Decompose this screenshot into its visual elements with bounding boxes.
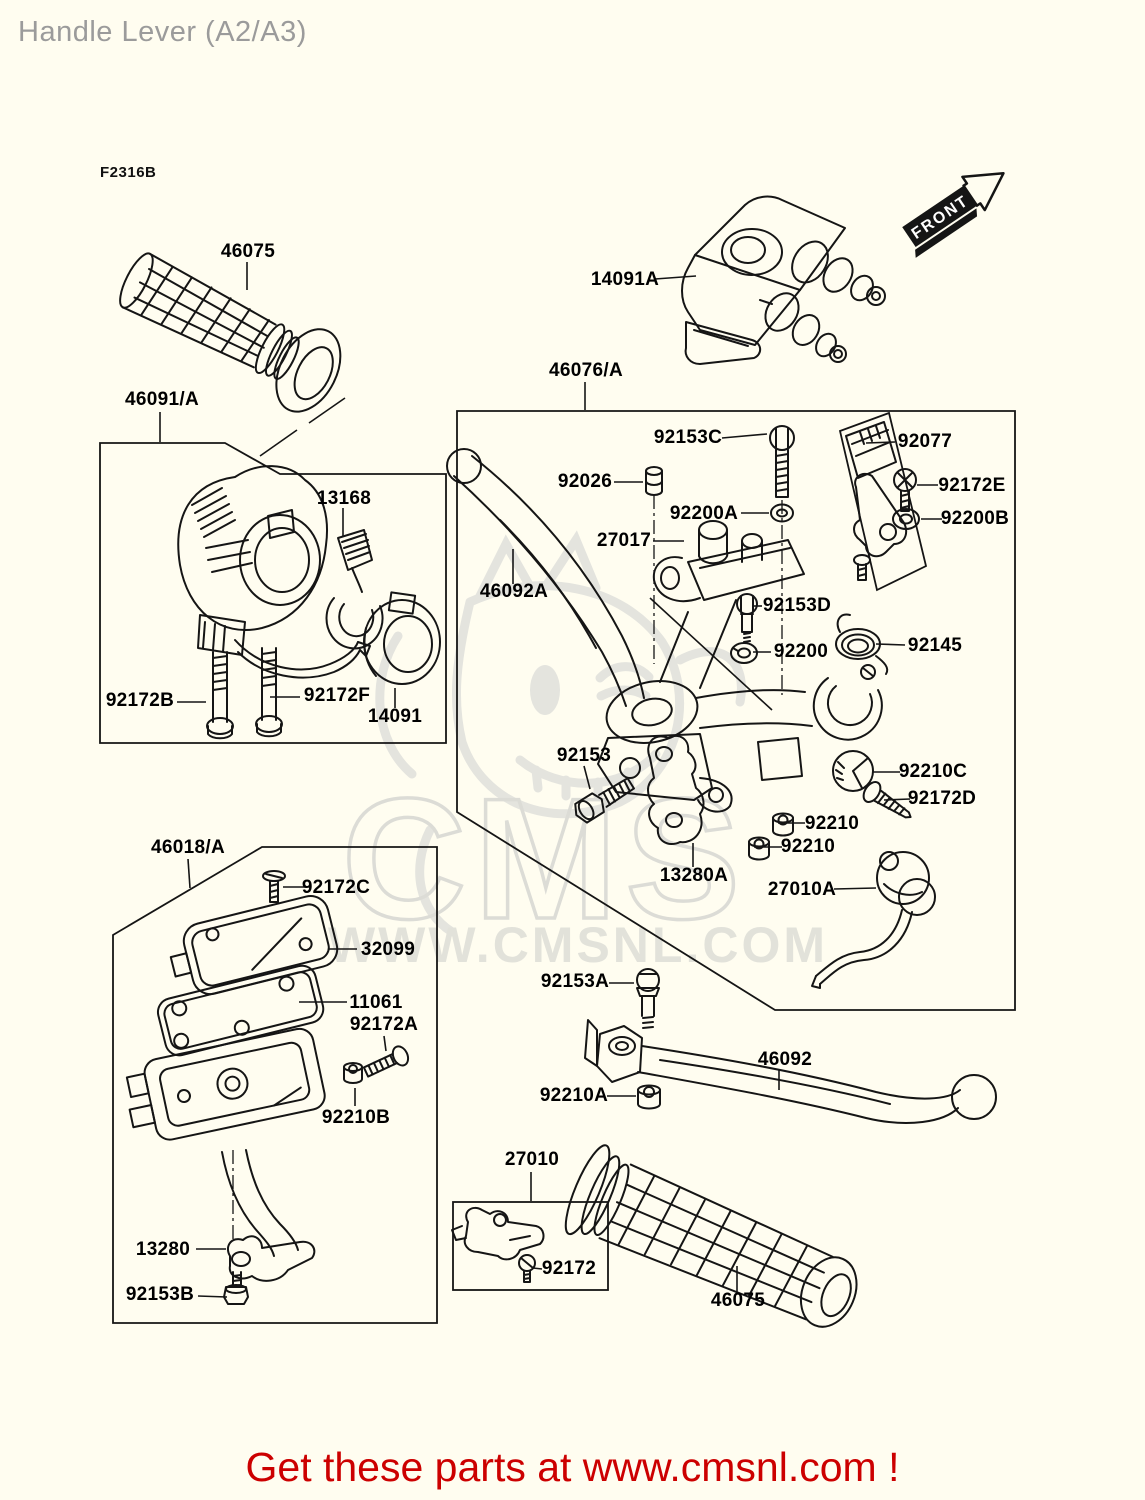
part-label-92200A: 92200A <box>669 503 739 524</box>
part-sketch-master-cylinder-14091a <box>681 195 886 365</box>
box-46018 <box>112 846 438 1324</box>
part-label-92153C: 92153C <box>653 427 723 448</box>
part-sketch-clamp-13280a <box>647 734 705 846</box>
part-sketch-lever-46092a <box>446 448 645 707</box>
part-label-92210C: 92210C <box>898 761 968 782</box>
figure-code: F2316B <box>100 164 157 181</box>
part-sketch-switch-lever-13168 <box>325 529 384 650</box>
part-label-92153B: 92153B <box>125 1284 195 1305</box>
part-label-92145: 92145 <box>907 635 963 656</box>
part-sketch-pin-92026 <box>645 466 663 496</box>
part-sketch-screw-92172e <box>893 468 917 512</box>
box-92077 <box>838 411 928 592</box>
part-sketch-screw-92172a <box>362 1045 410 1078</box>
part-sketch-rocker-92077 <box>845 421 908 581</box>
part-sketch-grip-bottom <box>564 1144 858 1328</box>
part-label-92172: 92172 <box>541 1258 597 1279</box>
part-label-27010: 27010 <box>504 1149 560 1170</box>
part-sketch-nut-92210b <box>343 1062 363 1084</box>
part-sketch-lever-holder-assembly <box>597 599 883 813</box>
part-sketch-nut-92210-upper <box>772 812 794 837</box>
part-label-92077: 92077 <box>897 431 953 452</box>
part-label-32099: 32099 <box>360 939 416 960</box>
front-arrow: FRONT <box>902 172 1005 258</box>
part-sketch-grip-top <box>119 252 342 413</box>
part-label-92172B: 92172B <box>105 690 175 711</box>
part-label-13280: 13280 <box>135 1239 191 1260</box>
part-sketch-bolt-92172b <box>206 651 234 740</box>
part-label-92200: 92200 <box>773 641 829 662</box>
part-label-92210B: 92210B <box>321 1107 391 1128</box>
part-sketch-pivot-27017 <box>652 520 805 603</box>
part-sketch-switch-housing <box>177 465 371 679</box>
part-sketch-screw-92172 <box>518 1254 536 1283</box>
part-label-92172E: 92172E <box>938 475 1006 496</box>
part-label-92153D: 92153D <box>762 595 832 616</box>
part-sketch-switch-27010 <box>451 1206 545 1261</box>
part-sketch-bolt-92172f <box>255 647 283 738</box>
part-label-92210: 92210 <box>780 836 836 857</box>
box-46076 <box>456 410 1016 1011</box>
part-label-46075: 46075 <box>710 1290 766 1311</box>
box-27010 <box>452 1201 609 1291</box>
part-label-46076A: 46076/A <box>549 360 623 381</box>
watermark-logo-text: CMS <box>342 763 748 955</box>
part-sketch-screw-92172d <box>862 781 912 819</box>
part-label-92172C: 92172C <box>301 877 371 898</box>
part-sketch-ring-14091 <box>363 591 441 685</box>
part-label-14091A: 14091A <box>590 269 660 290</box>
part-label-92200B: 92200B <box>940 508 1010 529</box>
footer-banner-link[interactable]: Get these parts at www.cmsnl.com ! <box>245 1444 900 1490</box>
part-sketch-nut-92210-lower <box>748 836 770 861</box>
part-sketch-bolt-92153b <box>223 1271 249 1305</box>
part-sketch-switch-27010a <box>811 851 936 989</box>
part-label-92172F: 92172F <box>303 685 371 706</box>
part-label-92172D: 92172D <box>907 788 977 809</box>
part-sketch-clamp-13280 <box>226 1235 316 1282</box>
part-sketch-cam-92210c <box>832 750 874 792</box>
part-sketch-lever-46092 <box>584 1019 997 1124</box>
part-sketch-holder-body-46018 <box>125 1027 326 1141</box>
part-label-92172A: 92172A <box>349 1014 419 1035</box>
part-label-46091A: 46091/A <box>125 389 199 410</box>
part-sketch-bolt-92153 <box>574 777 635 824</box>
part-label-46018A: 46018/A <box>151 837 225 858</box>
part-label-27017: 27017 <box>596 530 652 551</box>
part-label-92026: 92026 <box>557 471 613 492</box>
part-label-13168: 13168 <box>316 488 372 509</box>
part-label-27010A: 27010A <box>767 879 837 900</box>
page-title: Handle Lever (A2/A3) <box>18 16 307 48</box>
part-sketch-bolt-92153c <box>769 425 795 498</box>
part-sketch-cap-32099 <box>169 895 339 996</box>
part-sketch-bolt-92153a <box>636 968 660 1029</box>
part-label-46092A: 46092A <box>479 581 549 602</box>
part-sketch-washer-92200a <box>770 503 794 523</box>
part-sketch-gasket-11061 <box>156 964 325 1057</box>
watermark-url-text: WWW.CMSNL.COM <box>328 917 828 973</box>
part-label-92153A: 92153A <box>540 971 610 992</box>
part-label-92210A: 92210A <box>539 1085 609 1106</box>
box-46091 <box>99 442 447 744</box>
assembly-boxes <box>99 410 1016 1324</box>
part-sketch-spring-92145 <box>835 613 889 675</box>
part-sketch-washer-92200 <box>730 642 758 664</box>
part-sketch-nut-92210a <box>637 1084 661 1110</box>
part-label-92210: 92210 <box>804 813 860 834</box>
part-label-46092: 46092 <box>757 1049 813 1070</box>
part-label-11061: 11061 <box>349 992 403 1013</box>
part-sketch-screw-92172c <box>262 870 286 903</box>
part-sketch-bolt-92153d <box>736 593 758 643</box>
part-label-46075: 46075 <box>220 241 276 262</box>
part-label-92153: 92153 <box>556 745 612 766</box>
leader-lines <box>159 262 942 1298</box>
part-label-14091: 14091 <box>367 706 423 727</box>
part-label-13280A: 13280A <box>659 865 729 886</box>
